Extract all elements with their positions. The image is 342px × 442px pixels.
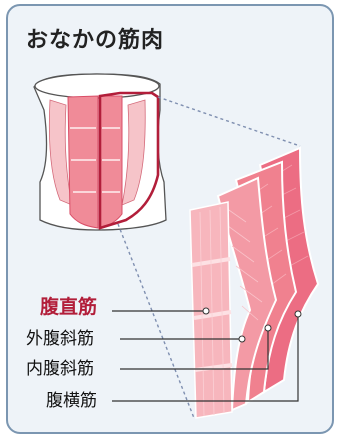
rectus-layer	[190, 202, 232, 418]
label-transversus: 腹横筋	[46, 391, 97, 411]
label-internal-oblique: 内腹斜筋	[26, 359, 94, 379]
label-rectus: 腹直筋	[40, 297, 97, 317]
label-external-oblique: 外腹斜筋	[26, 329, 94, 349]
torso-illustration	[34, 74, 166, 230]
